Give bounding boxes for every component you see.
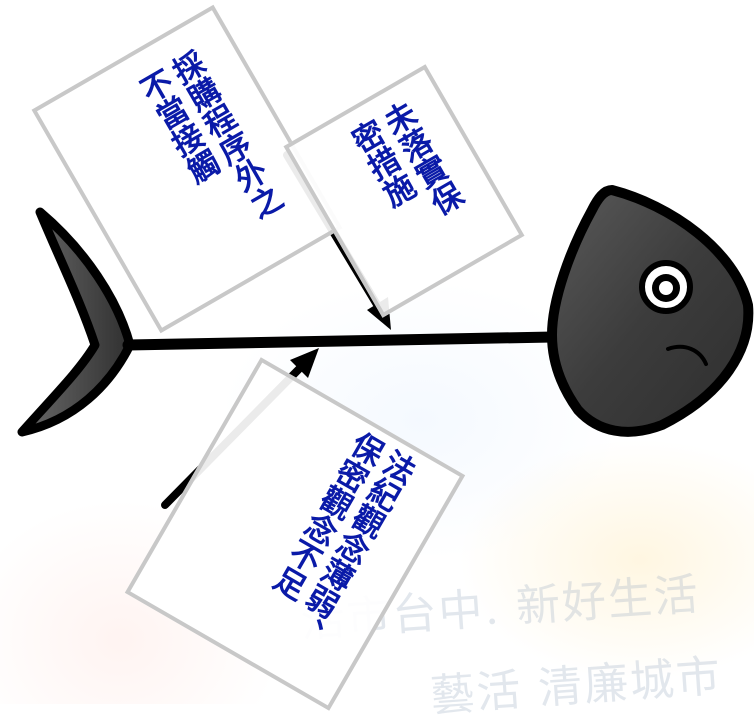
cause-2-text: 未落實保 密措施: [341, 97, 467, 241]
fish-mouth: [666, 344, 708, 366]
fish-spine: [122, 330, 611, 351]
fish-tail: [17, 207, 135, 437]
fish-head: [547, 185, 754, 437]
fish-eye: [639, 260, 693, 314]
